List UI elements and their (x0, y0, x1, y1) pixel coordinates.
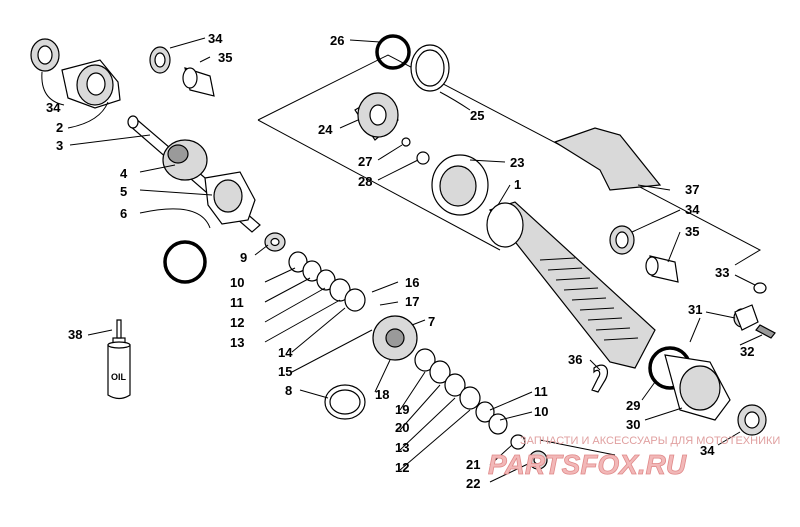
callout-18: 18 (375, 387, 389, 402)
callout-10: 10 (534, 404, 548, 419)
valve-31 (733, 304, 759, 331)
callout-4: 4 (120, 166, 128, 181)
screw-33 (753, 282, 767, 294)
eyelet-2 (61, 59, 121, 109)
callouts: 34 35 34 2 3 4 5 6 26 25 24 27 28 23 1 3… (46, 31, 754, 491)
guard-37 (553, 127, 662, 191)
ring-8 (324, 384, 366, 420)
callout-12: 12 (230, 315, 244, 330)
callout-7: 7 (428, 314, 435, 329)
bumper-4 (162, 139, 208, 181)
watermark-tagline: ЗАПЧАСТИ И АКСЕССУАРЫ ДЛЯ МОТОТЕХНИКИ (520, 435, 780, 447)
sleeve-35-upper (182, 67, 215, 97)
callout-27: 27 (358, 154, 372, 169)
shim-stack-upper (288, 251, 366, 312)
callout-13: 13 (230, 335, 244, 350)
callout-22: 22 (466, 476, 480, 491)
sleeve-35-right (645, 255, 679, 283)
leader-lines (41, 37, 763, 483)
callout-23: 23 (510, 155, 524, 170)
ring-25 (410, 44, 450, 92)
shim-stack-lower (414, 348, 508, 435)
callout-19: 19 (395, 402, 409, 417)
callout-17: 17 (405, 294, 419, 309)
callout-2: 2 (56, 120, 63, 135)
callout-1: 1 (514, 177, 521, 192)
cylinder-1 (486, 201, 656, 369)
callout-13: 13 (395, 440, 409, 455)
callout-15: 15 (278, 364, 292, 379)
callout-25: 25 (470, 108, 484, 123)
bushing-34-top-left (30, 38, 60, 72)
callout-11: 11 (534, 384, 548, 399)
callout-38: 38 (68, 327, 82, 342)
bushing-34-upper (149, 46, 171, 74)
cap-24 (354, 92, 399, 141)
oil-bottle-38 (107, 319, 131, 400)
callout-37: 37 (685, 182, 699, 197)
callout-8: 8 (285, 383, 292, 398)
piston-7 (372, 315, 418, 361)
callout-31: 31 (688, 302, 702, 317)
body-cap-5 (204, 171, 256, 225)
washer-9 (264, 232, 286, 252)
screw-28 (416, 151, 430, 165)
callout-34: 34 (46, 100, 61, 115)
callout-34: 34 (208, 31, 223, 46)
callout-12: 12 (395, 460, 409, 475)
watermark-brand: PARTSFOX.RU (488, 449, 687, 480)
callout-16: 16 (405, 275, 419, 290)
oil-bottle-label: OIL (111, 372, 127, 382)
eyelet-30 (664, 354, 731, 421)
ball-27 (401, 137, 411, 147)
callout-30: 30 (626, 417, 640, 432)
callout-35: 35 (685, 224, 699, 239)
callout-34: 34 (700, 443, 715, 458)
cap-32 (755, 324, 776, 339)
callout-33: 33 (715, 265, 729, 280)
callout-21: 21 (466, 457, 480, 472)
callout-3: 3 (56, 138, 63, 153)
callout-28: 28 (358, 174, 372, 189)
callout-35: 35 (218, 50, 232, 65)
washer-21 (510, 434, 526, 450)
callout-32: 32 (740, 344, 754, 359)
callout-34: 34 (685, 202, 700, 217)
callout-5: 5 (120, 184, 127, 199)
callout-6: 6 (120, 206, 127, 221)
bushing-34-lower (737, 404, 767, 436)
callout-36: 36 (568, 352, 582, 367)
hose-36 (591, 364, 608, 393)
callout-20: 20 (395, 420, 409, 435)
callout-14: 14 (278, 345, 293, 360)
o-ring-26 (375, 34, 411, 70)
o-ring-6 (163, 240, 207, 284)
nut-22 (528, 450, 548, 470)
callout-9: 9 (240, 250, 247, 265)
callout-29: 29 (626, 398, 640, 413)
callout-10: 10 (230, 275, 244, 290)
piston-23 (431, 154, 489, 216)
callout-24: 24 (318, 122, 333, 137)
callout-11: 11 (230, 295, 244, 310)
bushing-34-right (609, 225, 635, 255)
callout-26: 26 (330, 33, 344, 48)
